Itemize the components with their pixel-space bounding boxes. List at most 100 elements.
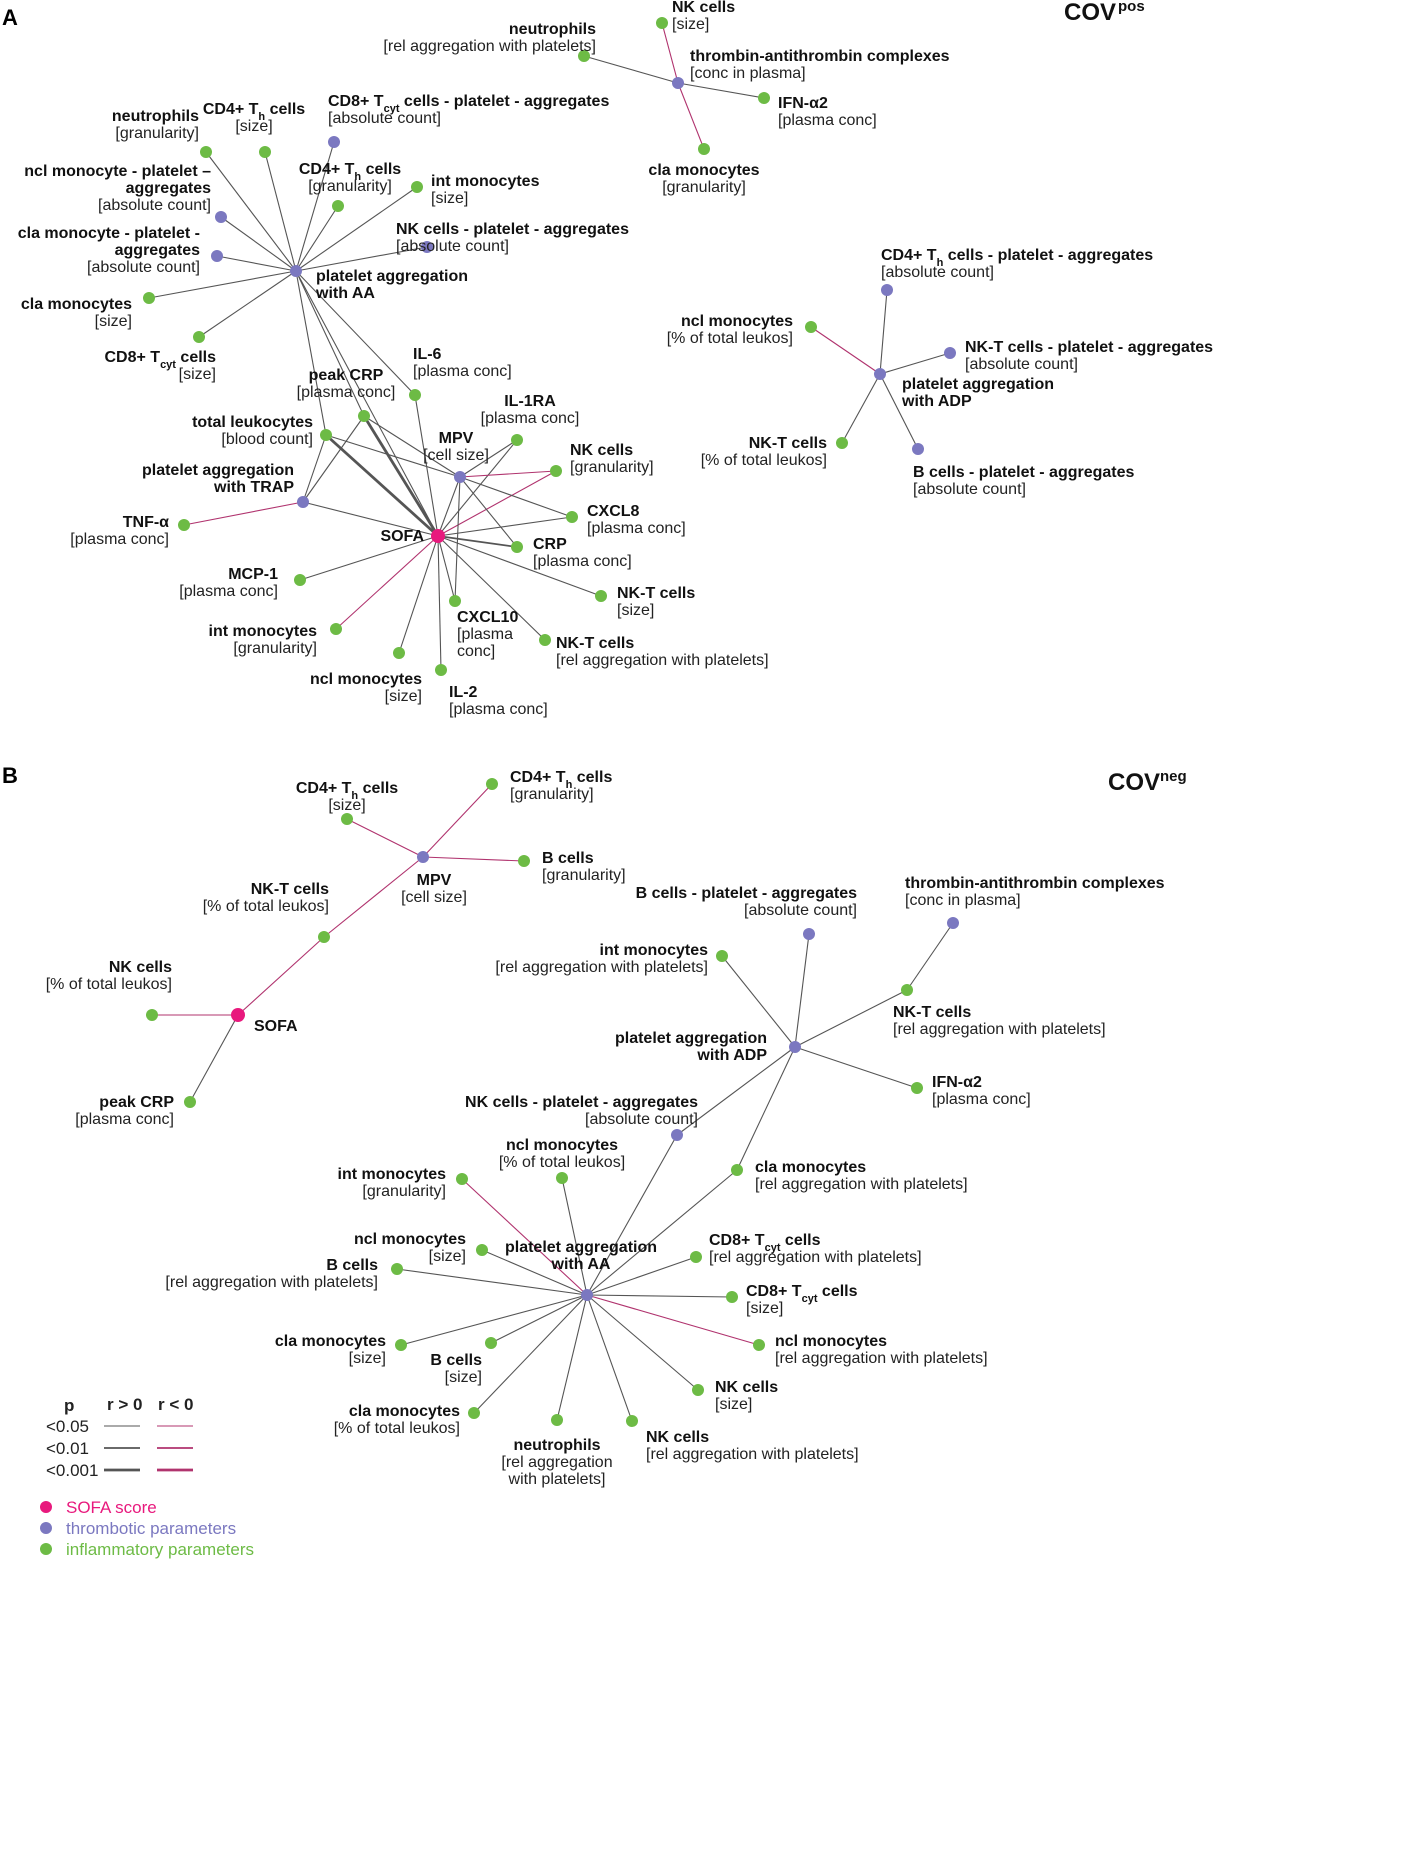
node-nk_gran [550,465,562,477]
node-label-name: IFN-α2 [932,1074,982,1091]
edge-tat-cla_gran [677,82,705,150]
node-label-name: ncl monocytes [775,1333,887,1350]
node-label-sub: [cell size] [401,889,467,906]
node-label-cla_size_b: cla monocytes[size] [275,1333,386,1367]
node-label-nk_pct_b: NK cells[% of total leukos] [46,959,172,993]
edge-aa-sofa [295,270,439,537]
node-cd4_gran_b [486,778,498,790]
node-label-sub: [% of total leukos] [499,1154,625,1171]
node-neutro_rel_b [551,1414,563,1426]
node-label-name: ncl monocytes [506,1137,618,1154]
edge-sofa-leuko [325,433,439,538]
node-label-name2: with ADP [901,393,972,410]
node-label-name: IL-1RA [504,393,556,410]
node-label-b_rel_b: B cells[rel aggregation with platelets] [165,1257,378,1291]
node-label-sub: [blood count] [221,431,313,448]
edge-aa_b-cla_pct_b [473,1294,588,1414]
node-label-sub: [size] [431,190,468,207]
edge-mpv-peakcrp [363,415,461,478]
edge-aa_b-b_rel_b [396,1268,588,1296]
node-label-cla_size: cla monocytes[size] [21,296,132,330]
node-label-name: CD8+ Tcyt cells [709,1232,821,1254]
node-label-nkt_pct: NK-T cells[% of total leukos] [701,435,827,469]
edge-sofa-ncl_size [398,535,439,654]
node-int_size [411,181,423,193]
edge-aa-ncl_plt [220,216,297,272]
edge-mpv-il1ra [459,439,518,478]
edge-aa_b-int_gran_b [461,1178,588,1296]
node-label-sub: [absolute count] [744,902,857,919]
panel-title-superscript: neg [1160,768,1187,785]
node-cd8_size [193,331,205,343]
node-label-sub: [absolute count] [328,110,441,127]
node-label-name: neutrophils [112,108,199,125]
node-label-name: platelet aggregation [505,1239,657,1256]
node-label-sub: [size] [746,1300,783,1317]
node-label-sub: [rel aggregation with platelets] [556,652,769,669]
node-bplt_b [803,928,815,940]
node-label-name: CD8+ Tcyt cells [746,1283,858,1305]
node-label-tat: thrombin-antithrombin complexes[conc in … [690,48,950,82]
node-label-name: IFN-α2 [778,95,828,112]
node-label-sub: [rel aggregation with platelets] [755,1176,968,1193]
node-label-sub2: with platelets] [508,1471,606,1488]
node-label-ifn_b: IFN-α2[plasma conc] [932,1074,1031,1108]
node-label-sub: [plasma conc] [587,520,686,537]
edge-aa_b-nkplt_b [586,1134,678,1296]
node-tat [672,77,684,89]
node-label-name: SOFA [380,528,424,545]
edge-sofa-peakcrp [362,415,440,537]
node-label-cd8_size: CD8+ Tcyt cells[size] [104,349,216,383]
node-mpv [454,471,466,483]
node-label-int_gran_b: int monocytes[granularity] [338,1166,447,1200]
node-label-name: thrombin-antithrombin complexes [690,48,950,65]
node-label-name: CRP [533,536,567,553]
node-label-sub: [size] [429,1248,466,1265]
node-label-name: NK-T cells [749,435,827,452]
node-label-name: B cells - platelet - aggregates [636,885,858,902]
node-label-name2: with ADP [696,1047,767,1064]
node-label-cd4_size_b: CD4+ Th cells[size] [296,780,398,814]
edge-sofa-mpv [437,476,461,537]
node-b_size_b [485,1337,497,1349]
node-label-sub: [% of total leukos] [334,1420,460,1437]
node-cd8_plt [328,136,340,148]
node-label-sub: [cell size] [423,447,489,464]
node-label-name: cla monocyte - platelet - [18,225,200,242]
labels-layer: NK cells[size]neutrophils[rel aggregatio… [18,0,1213,1488]
node-cxcl10 [449,595,461,607]
node-label-name: total leukocytes [192,414,313,431]
edge-sofa-nkt_rel [437,535,546,641]
node-label-name: NK cells [109,959,172,976]
node-peakcrp_b [184,1096,196,1108]
node-label-sub: [granularity] [362,1183,446,1200]
node-label-nkplt_b: NK cells - platelet - aggregates[absolut… [465,1094,698,1128]
node-ncl_size [393,647,405,659]
node-label-name: CD4+ Th cells [296,780,398,802]
node-label-name: CD4+ Th cells [203,101,305,123]
node-peakcrp [358,410,370,422]
node-mcp1 [294,574,306,586]
node-label-sub: [rel aggregation with platelets] [709,1249,922,1266]
node-label-name: peak CRP [309,367,384,384]
node-label-name: platelet aggregation [902,376,1054,393]
node-label-sub: [absolute count] [98,197,211,214]
node-label-b_size_b: B cells[size] [430,1352,482,1386]
node-label-ncl_size_b: ncl monocytes[size] [354,1231,466,1265]
node-label-sub: [plasma conc] [778,112,877,129]
node-il6 [409,389,421,401]
node-label-name: MCP-1 [228,566,278,583]
node-int_gran [330,623,342,635]
node-label-int_gran: int monocytes[granularity] [209,623,318,657]
node-label-sub: [granularity] [308,178,392,195]
edge-aa_b-ncl_size_b [481,1249,588,1296]
node-cla_pct_b [468,1407,480,1419]
edge-adp_b-nkt_rel_b [794,989,908,1048]
node-label-cxcl8: CXCL8[plasma conc] [587,503,686,537]
node-label-name: TNF-α [123,514,169,531]
node-label-peakcrp_b: peak CRP[plasma conc] [75,1094,174,1128]
